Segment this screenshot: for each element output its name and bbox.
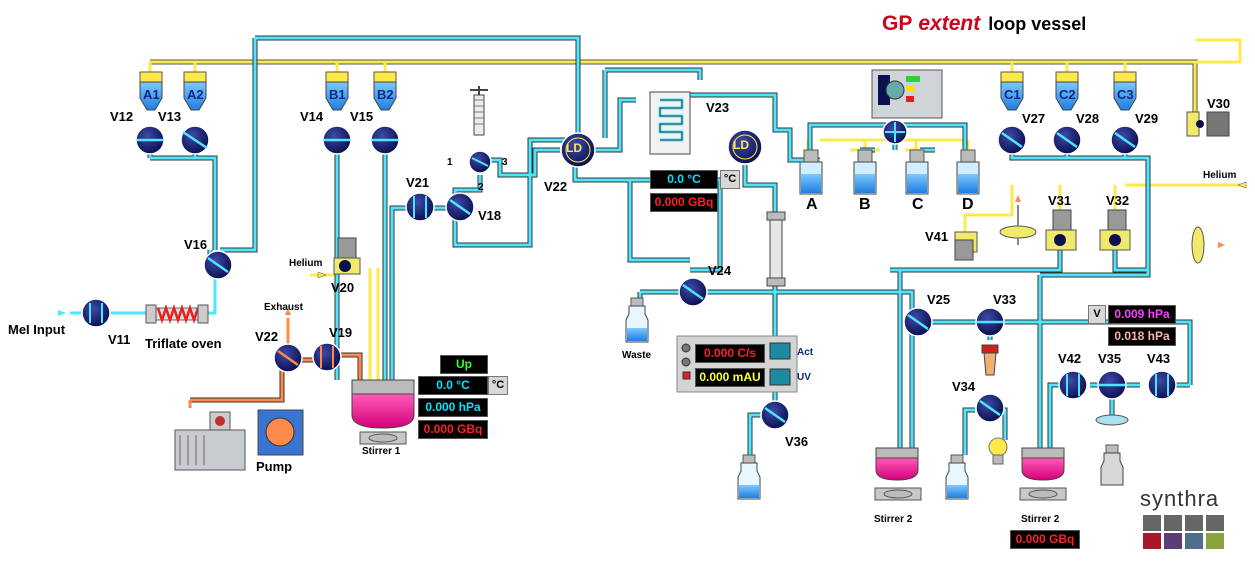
reagent-c1[interactable]: C1 (1004, 87, 1021, 102)
pump-label: Pump (256, 459, 293, 474)
helium-right-label: Helium (1203, 170, 1237, 181)
valve-v34[interactable]: V34 (952, 379, 976, 394)
detector-uv: 0.000 mAU (695, 368, 765, 387)
valve-v12[interactable]: V12 (110, 109, 134, 124)
exhaust-label: Exhaust (264, 302, 303, 313)
reagent-vials (139, 71, 1137, 111)
vacuum-pump-icon (174, 409, 304, 471)
pressure-p1: 0.009 hPa (1108, 305, 1176, 324)
valve-v18[interactable]: V18 (478, 208, 502, 223)
loop-temp: 0.0 °C (650, 170, 718, 189)
reactor1-pressure: 0.000 hPa (418, 398, 488, 417)
port-1-label: 1 (447, 157, 453, 168)
reactor-1 (351, 379, 415, 445)
port-3-label: 3 (502, 157, 508, 168)
valve-v14[interactable]: V14 (300, 109, 324, 124)
valves-graphics (81, 119, 1204, 430)
title-extent: extent (918, 12, 981, 35)
stirrer1-label: Stirrer 1 (362, 446, 401, 457)
reactor1-status: Up (440, 355, 488, 374)
title-sub: loop vessel (988, 14, 1087, 34)
valve-v11[interactable]: V11 (108, 332, 131, 347)
loop-activity: 0.000 GBq (650, 193, 718, 212)
ld-label-1: LD (566, 141, 582, 155)
bottle-c[interactable]: C (912, 196, 924, 213)
reagent-b2[interactable]: B2 (377, 87, 394, 102)
valve-v36[interactable]: V36 (785, 434, 809, 449)
valve-v19[interactable]: V19 (329, 325, 353, 340)
valve-v21[interactable]: V21 (406, 175, 430, 190)
valve-v43[interactable]: V43 (1147, 351, 1171, 366)
valve-v27[interactable]: V27 (1022, 111, 1046, 126)
regulators (333, 111, 1230, 275)
valve-v41[interactable]: V41 (925, 229, 949, 244)
reactor2-activity: 0.000 GBq (1010, 530, 1080, 549)
reactor1-temp: 0.0 °C (418, 376, 488, 395)
valve-v28[interactable]: V28 (1076, 111, 1100, 126)
brand-name: synthra (1140, 486, 1220, 511)
reagent-c2[interactable]: C2 (1059, 87, 1076, 102)
hplc-column (766, 211, 786, 287)
valve-v20[interactable]: V20 (331, 280, 355, 295)
valve-v24[interactable]: V24 (708, 263, 732, 278)
bottle-b[interactable]: B (859, 196, 871, 213)
valve-v32[interactable]: V32 (1106, 193, 1130, 208)
mei-input-label: MeI Input (8, 322, 66, 337)
valve-v15[interactable]: V15 (350, 109, 374, 124)
reactor1-activity: 0.000 GBq (418, 420, 488, 439)
waste-label: Waste (622, 350, 652, 361)
reagent-a2[interactable]: A2 (187, 87, 204, 102)
bottle-d[interactable]: D (962, 196, 974, 213)
triflate-oven-coil (145, 304, 209, 324)
valve-v25[interactable]: V25 (927, 292, 951, 307)
reagent-a1[interactable]: A1 (143, 87, 160, 102)
stirrer2b-label: Stirrer 2 (1021, 514, 1060, 525)
port-2-label: 2 (478, 182, 484, 193)
cartridge (981, 344, 999, 376)
reagent-b1[interactable]: B1 (329, 87, 346, 102)
synthra-logo-icon (1143, 515, 1224, 549)
reactor-2a (874, 447, 922, 501)
bottle-a[interactable]: A (806, 196, 818, 213)
valve-v13[interactable]: V13 (158, 109, 182, 124)
pressure-v-button[interactable]: V (1088, 305, 1106, 324)
control-module (871, 69, 943, 119)
helium-left-label: Helium (289, 258, 323, 269)
valve-v33[interactable]: V33 (993, 292, 1017, 307)
title-gp: GP (882, 12, 913, 35)
bottles-abcd (799, 149, 980, 195)
valve-v16[interactable]: V16 (184, 237, 208, 252)
lamp-icon (988, 437, 1008, 465)
syringe (470, 86, 488, 136)
pressure-p2: 0.018 hPa (1108, 327, 1176, 346)
reactor-2b (1019, 447, 1067, 501)
valve-v30[interactable]: V30 (1207, 96, 1231, 111)
valve-v29[interactable]: V29 (1135, 111, 1159, 126)
detector-rate: 0.000 C/s (695, 344, 765, 363)
valve-v42[interactable]: V42 (1058, 351, 1082, 366)
stirrer2a-label: Stirrer 2 (874, 514, 913, 525)
loop-coil (649, 91, 691, 155)
triflate-oven-label: Triflate oven (145, 336, 222, 351)
loop-temp-unit-button[interactable]: °C (720, 170, 740, 189)
valve-v23[interactable]: V23 (706, 100, 730, 115)
collection-vials (625, 297, 1124, 500)
valve-v31[interactable]: V31 (1048, 193, 1072, 208)
valve-v22[interactable]: V22 (544, 179, 568, 194)
reactor1-temp-unit-button[interactable]: °C (488, 376, 508, 395)
ld-label-2: LD (733, 138, 749, 152)
valve-v22-small[interactable]: V22 (255, 329, 279, 344)
act-button[interactable]: Act (797, 347, 814, 358)
reagent-c3[interactable]: C3 (1117, 87, 1134, 102)
uv-button[interactable]: UV (797, 372, 811, 383)
valve-v35[interactable]: V35 (1098, 351, 1122, 366)
filter-discs (999, 205, 1205, 426)
